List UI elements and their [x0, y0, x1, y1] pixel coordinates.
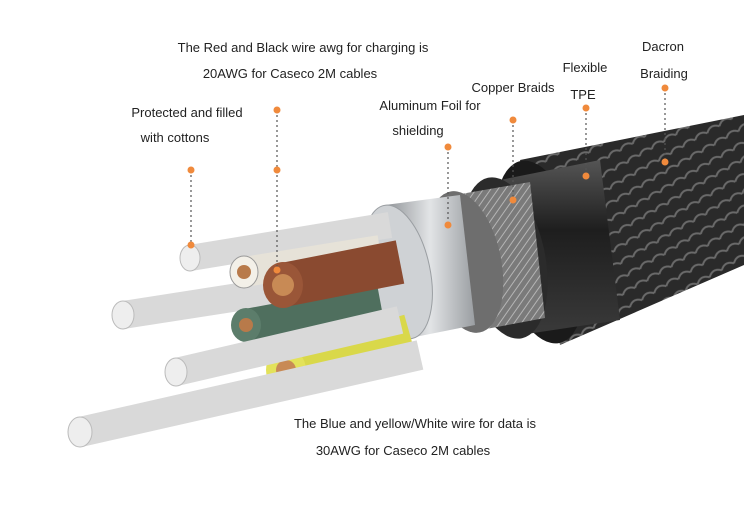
tpe-label-line2: TPE: [570, 87, 596, 102]
inner-wires: [229, 235, 416, 392]
data-label-line1: The Blue and yellow/White wire for data …: [293, 416, 537, 431]
charging-label-line2: 20AWG for Caseco 2M cables: [202, 66, 378, 81]
callout-dots: [187, 84, 669, 274]
callouts: [190, 88, 666, 270]
filler-label-line1: Protected and filled: [131, 105, 243, 120]
dacron-label-line1: Dacron: [642, 39, 684, 54]
charging-label-line1: The Red and Black wire awg for charging …: [177, 40, 429, 55]
data-label-line2: 30AWG for Caseco 2M cables: [315, 443, 491, 458]
foil-label-line1: Aluminum Foil for: [379, 98, 481, 113]
dacron-label-line2: Braiding: [640, 66, 688, 81]
braid-label: Copper Braids: [471, 80, 555, 95]
cotton-filler-tubes-front: [67, 306, 424, 448]
filler-label-line2: with cottons: [140, 130, 210, 145]
tpe-label-line1: Flexible: [562, 60, 608, 75]
foil-label-line2: shielding: [392, 123, 444, 138]
